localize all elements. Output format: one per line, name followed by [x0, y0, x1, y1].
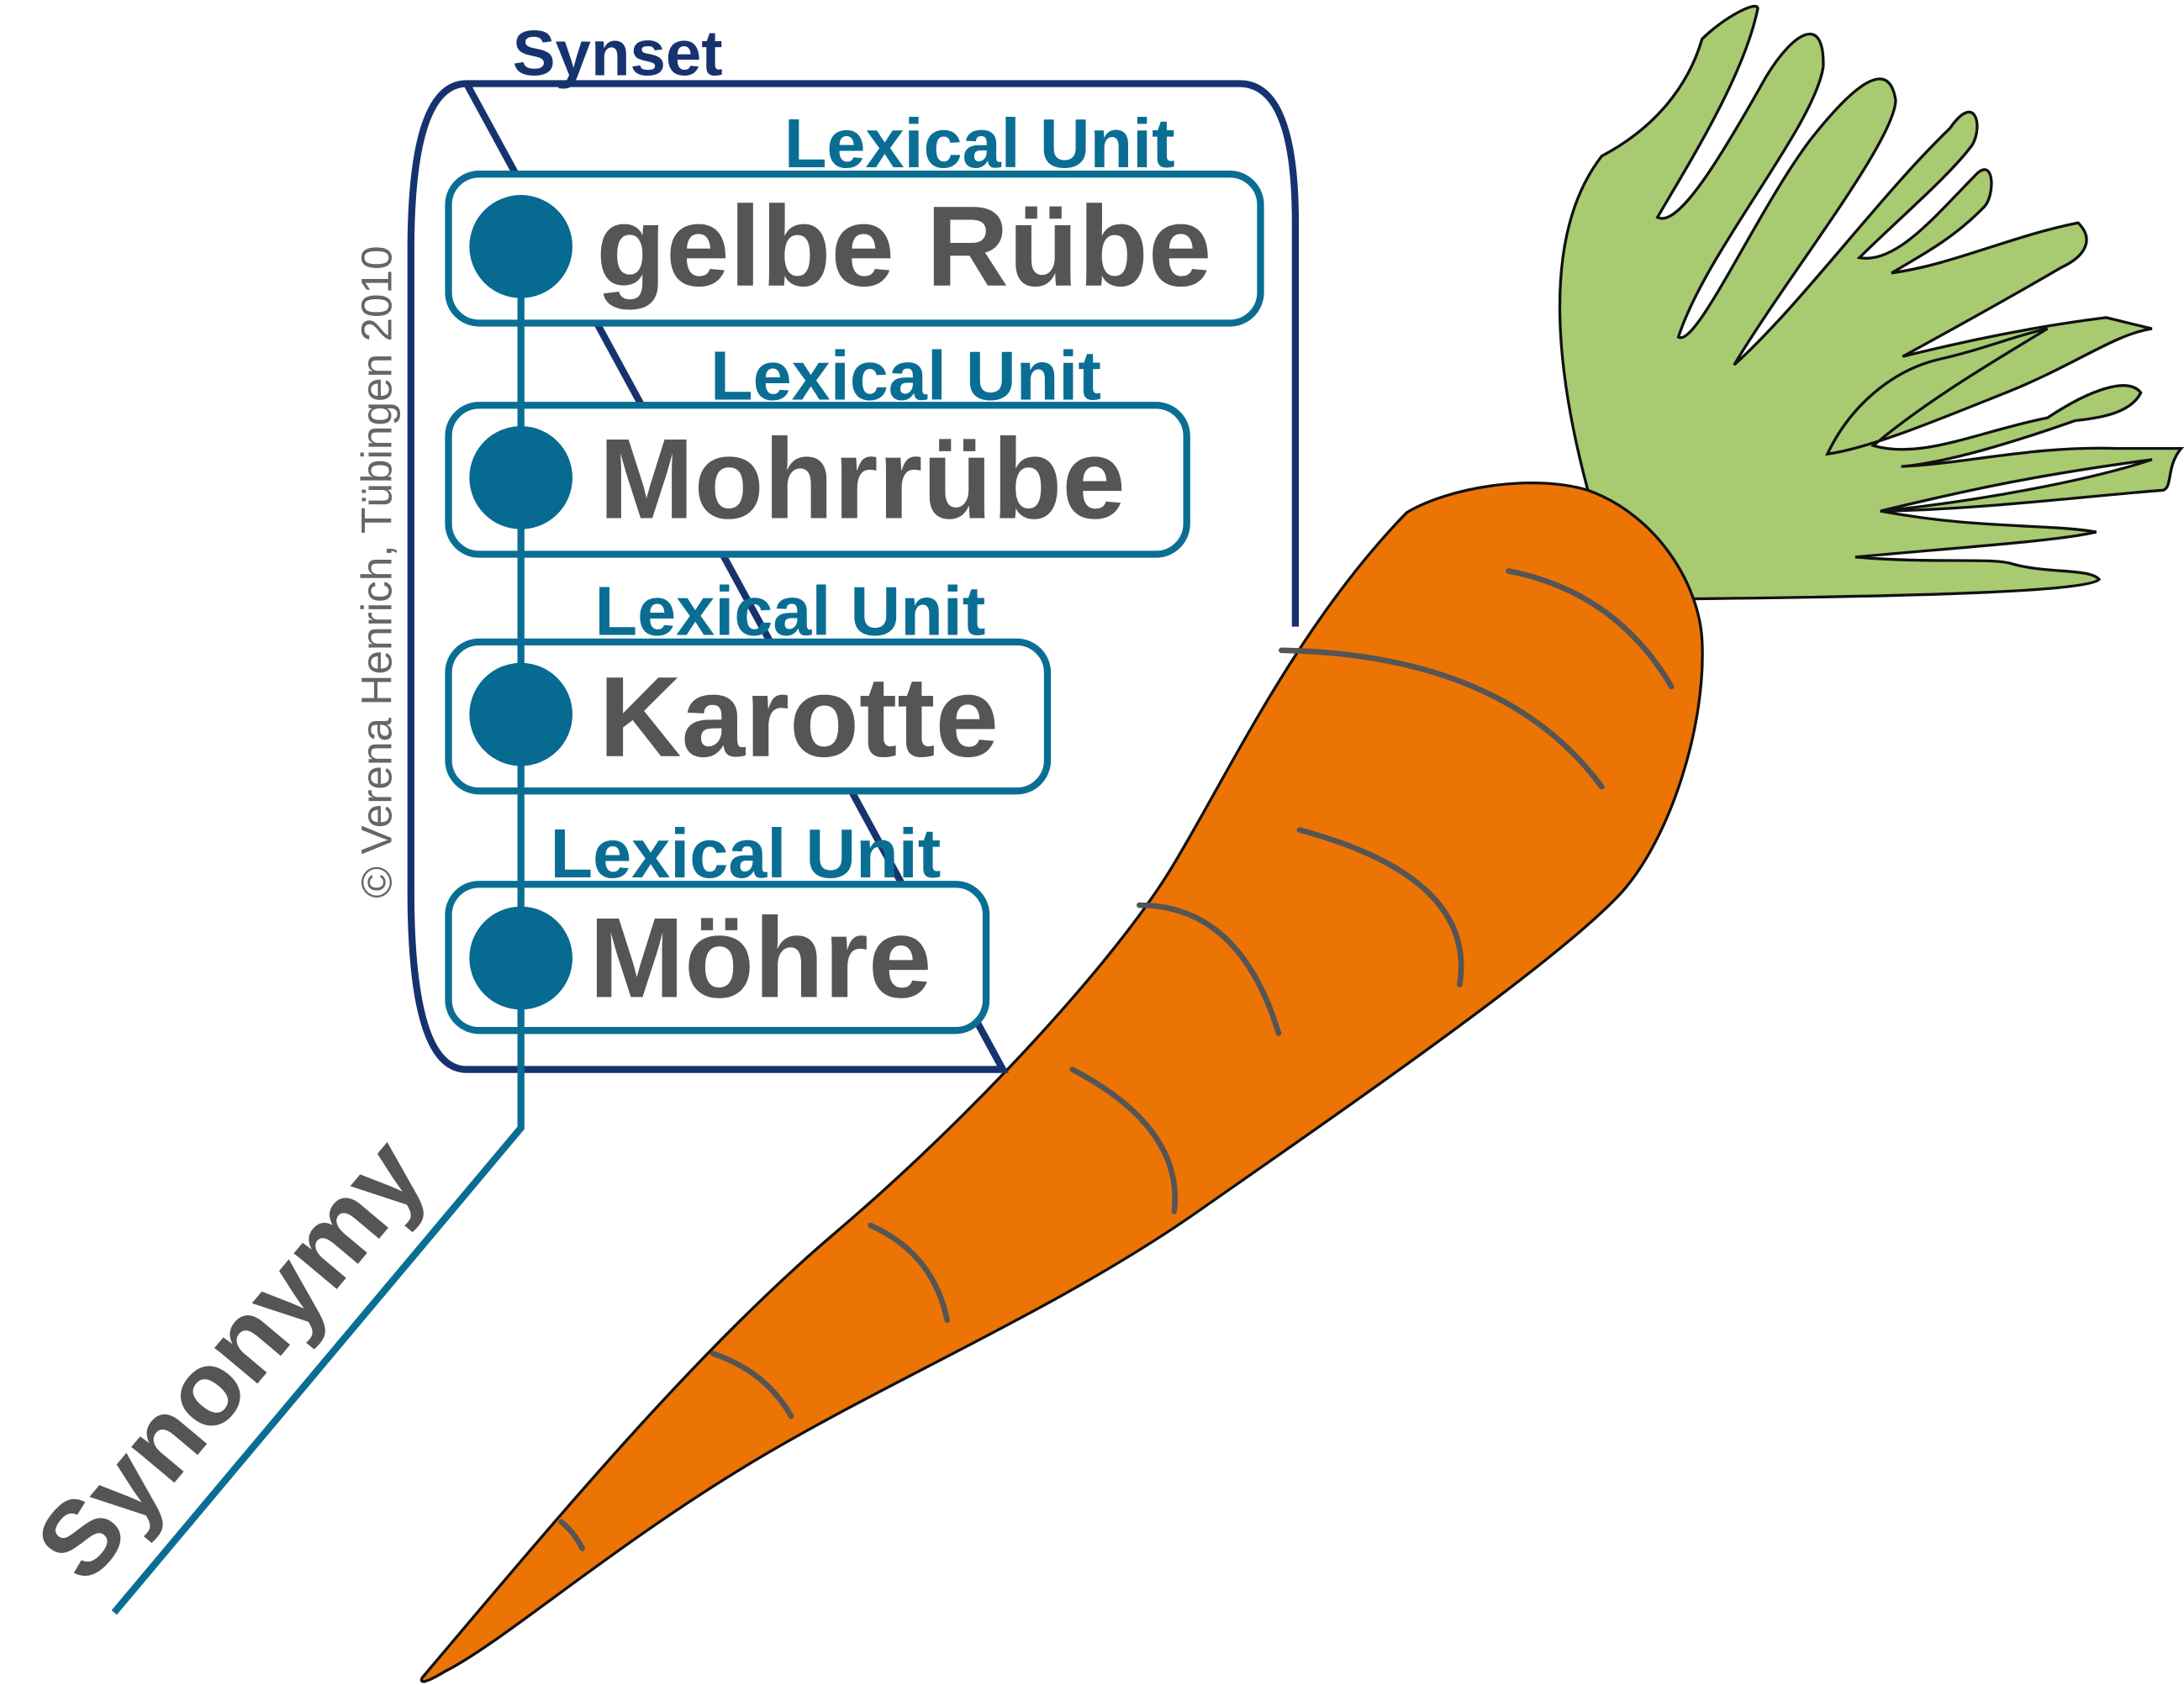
lexical-unit-box	[445, 881, 990, 1035]
lexical-unit-label: Lexical Unit	[784, 104, 1175, 182]
lexical-unit-node	[469, 662, 572, 766]
lexical-unit-label: Lexical Unit	[710, 337, 1101, 415]
word-moehre: Möhre	[589, 893, 932, 1021]
lexical-unit-node	[469, 426, 572, 529]
lexical-unit-label: Lexical Unit	[594, 572, 985, 650]
lexical-unit-node	[469, 195, 572, 298]
lexical-unit-label: Lexical Unit	[550, 814, 941, 893]
carrot-leaf-gap	[1880, 458, 2153, 513]
synonymy-connector-line	[111, 246, 525, 1615]
word-karotte: Karotte	[599, 653, 999, 781]
carrot-body	[419, 481, 1704, 1683]
synset-title: Synset	[513, 18, 723, 90]
carrot-ridges	[558, 568, 1675, 1551]
relation-label: Synonymy	[13, 1116, 447, 1602]
word-mohrruebe: Mohrrübe	[599, 414, 1125, 542]
synset-box	[407, 80, 1300, 1073]
lexical-unit-box	[445, 171, 1264, 327]
carrot-leaves	[1558, 4, 2184, 601]
word-gelbe-ruebe: gelbe Rübe	[596, 182, 1211, 310]
lexical-unit-box	[445, 638, 1052, 795]
lexical-unit-node	[469, 906, 572, 1010]
copyright-text: © Verena Henrich, Tübingen 2010	[353, 245, 401, 898]
lexical-unit-box	[445, 402, 1190, 558]
